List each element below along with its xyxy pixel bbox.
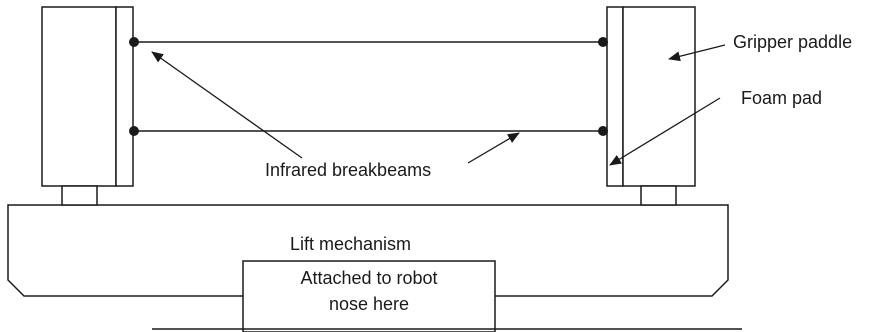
arrow-breakbeam-lower (467, 132, 520, 164)
receiver-dot-upper-right (598, 37, 608, 47)
emitter-dot-upper-left (129, 37, 139, 47)
attach-label-line2: nose here (328, 294, 410, 314)
emitter-dot-lower-left (129, 126, 139, 136)
arrow-breakbeam-upper (151, 51, 303, 159)
arrow-gripper-paddle (668, 44, 726, 62)
right-paddle-mount (640, 185, 677, 206)
gripper-paddle-label: Gripper paddle (733, 32, 853, 52)
lift-mechanism-body (7, 204, 729, 297)
robot-nose-attachment (242, 260, 496, 332)
infrared-breakbeams-label: Infrared breakbeams (265, 160, 432, 180)
receiver-dot-lower-right (598, 126, 608, 136)
left-gripper-paddle (41, 6, 117, 187)
left-paddle-mount (61, 185, 98, 206)
right-gripper-paddle (622, 6, 696, 187)
arrow-foam-pad (609, 97, 721, 166)
left-foam-pad (115, 6, 134, 187)
attach-label-line1: Attached to robot (300, 268, 438, 288)
foam-pad-label: Foam pad (741, 88, 823, 108)
lift-mechanism-label: Lift mechanism (290, 234, 412, 254)
